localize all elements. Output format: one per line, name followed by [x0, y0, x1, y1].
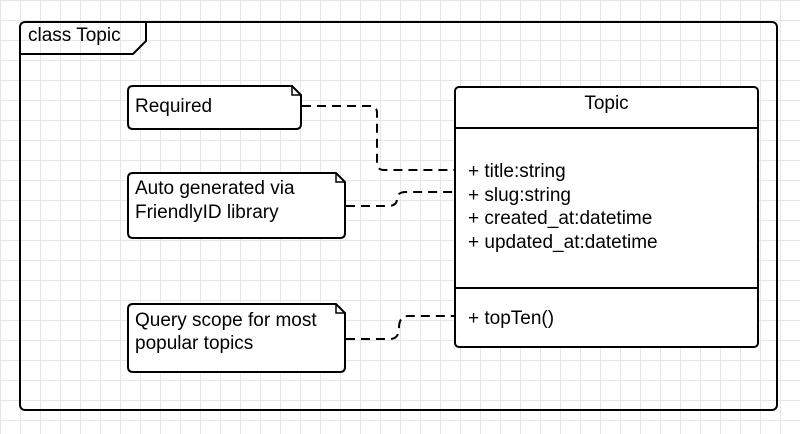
attributes-divider	[456, 287, 757, 289]
note-required-fold	[291, 86, 301, 96]
class-name: Topic	[584, 93, 629, 114]
attribute-updated-at: + updated_at:datetime	[468, 232, 658, 253]
attribute-title: + title:string	[468, 161, 566, 182]
class-frame	[19, 21, 778, 411]
frame-tab-shape	[20, 22, 147, 55]
note-friendlyid-line-1: Auto generated via	[135, 178, 295, 199]
note-required-shape	[127, 85, 302, 130]
note-friendlyid-shape	[127, 172, 346, 239]
connector-friendlyid	[346, 191, 454, 207]
note-query-scope-shape	[127, 303, 346, 373]
frame-label: class Topic	[28, 25, 121, 46]
attribute-slug: + slug:string	[468, 185, 571, 206]
note-query-scope-fold	[335, 304, 345, 314]
note-required-text: Required	[135, 96, 213, 117]
class-topic: Topic + title:string + slug:string + cre…	[454, 86, 759, 348]
connector-query-scope	[346, 315, 454, 340]
note-query-scope-line-1: Query scope for most	[135, 310, 317, 331]
connector-required	[302, 105, 454, 171]
note-friendlyid-line-2: FriendlyID library	[135, 202, 279, 223]
operation-top-ten: + topTen()	[468, 308, 555, 329]
note-query-scope-line-2: popular topics	[135, 333, 254, 354]
class-name-divider	[456, 127, 757, 129]
note-friendlyid-fold	[335, 173, 345, 183]
attribute-created-at: + created_at:datetime	[468, 208, 653, 229]
